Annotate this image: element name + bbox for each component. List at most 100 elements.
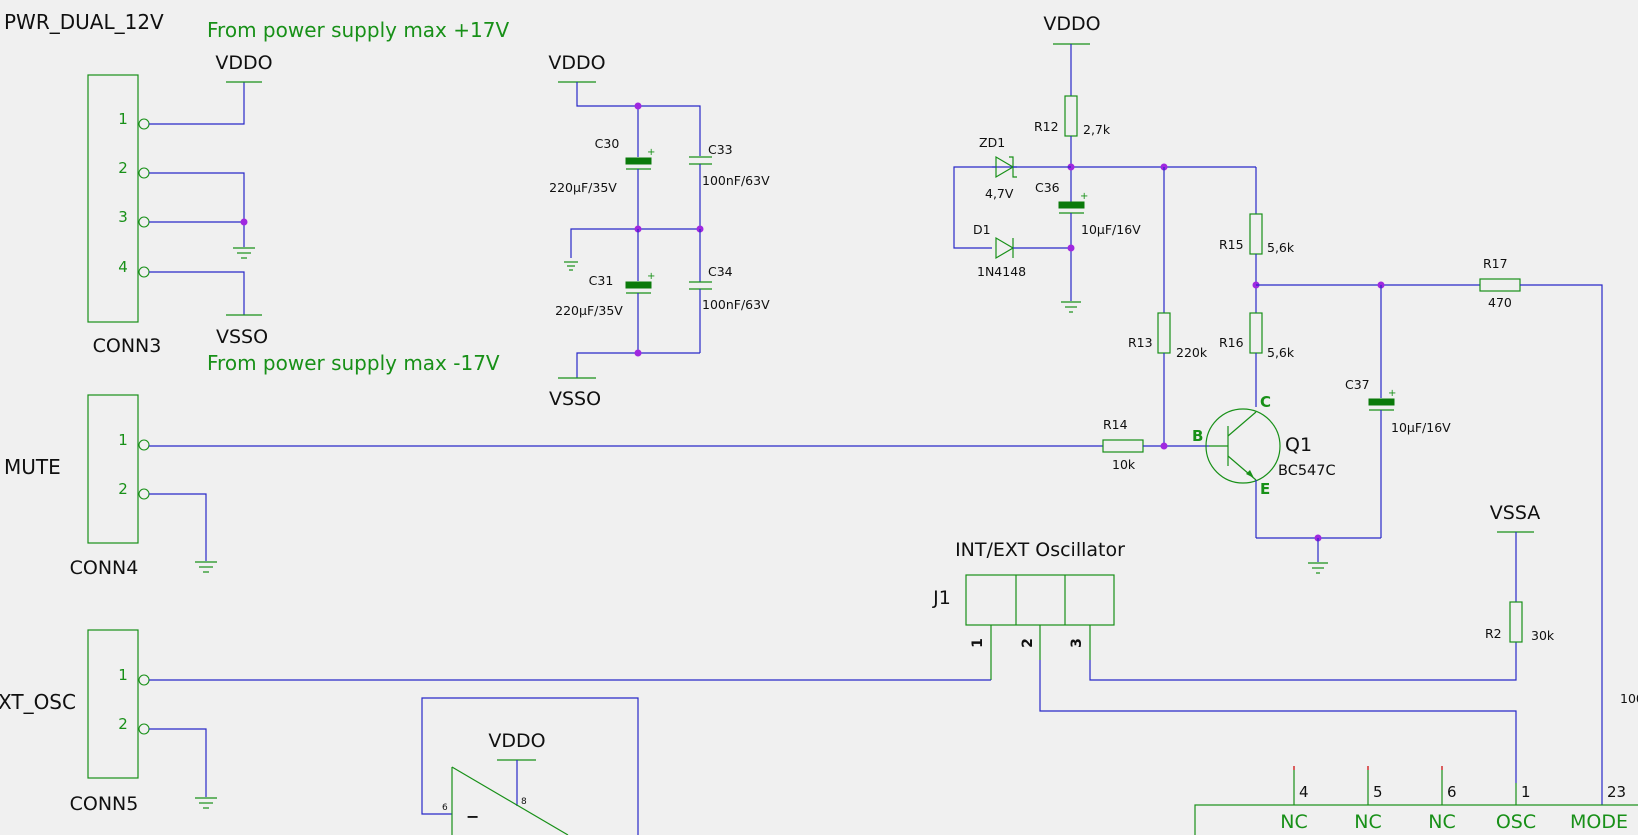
ic-pin-23-name: MODE xyxy=(1570,811,1628,833)
r2-ref: R2 xyxy=(1485,626,1502,641)
wire-diode-loop xyxy=(953,166,1017,249)
wire-conn4-gnd xyxy=(149,493,207,561)
ground-icon xyxy=(233,247,255,259)
ic-body xyxy=(1194,804,1638,835)
ic-block: 4 NC 5 NC 6 NC 1 OSC 23 MODE xyxy=(1194,766,1638,835)
r13-value: 220k xyxy=(1176,345,1208,360)
conn3-pin3[interactable] xyxy=(138,216,150,228)
ground-icon xyxy=(195,797,217,809)
r2-body xyxy=(1509,601,1523,643)
opamp-pin8: 8 xyxy=(521,797,527,807)
r14-value: 10k xyxy=(1112,457,1136,472)
conn3-pin4[interactable] xyxy=(138,266,150,278)
c33-value: 100nF/63V xyxy=(702,173,770,188)
zd1-ref: ZD1 xyxy=(979,135,1005,150)
r14-body xyxy=(1102,439,1144,453)
conn3-pin4-num: 4 xyxy=(118,258,128,276)
opamp-minus-icon: − xyxy=(466,807,479,826)
d1-triangle xyxy=(995,236,1015,260)
ground-icon xyxy=(195,561,217,573)
c30-plate-pos xyxy=(625,157,652,165)
conn3-body xyxy=(87,74,139,323)
conn4-pin1[interactable] xyxy=(138,439,150,451)
ic-pin-5[interactable]: 5 NC xyxy=(1354,766,1383,833)
conn4-pin2[interactable] xyxy=(138,488,150,500)
j1-pin3-num: 3 xyxy=(1069,638,1085,648)
r16-ref: R16 xyxy=(1219,335,1244,350)
c37-value: 10µF/16V xyxy=(1391,420,1451,435)
ic-pin-4[interactable]: 4 NC xyxy=(1280,766,1309,833)
c37-plate-pos xyxy=(1368,398,1395,406)
note-supply-plus: From power supply max +17V xyxy=(207,18,509,42)
conn5-block: XT_OSC 1 2 CONN5 xyxy=(0,629,217,815)
osc-title: INT/EXT Oscillator xyxy=(955,539,1125,561)
ground-icon xyxy=(1308,562,1328,574)
ic-pin-23[interactable]: 23 MODE xyxy=(1570,783,1628,833)
c30-value: 220µF/35V xyxy=(549,180,617,195)
wire-conn5-gnd xyxy=(149,728,207,797)
vddo-label-opamp: VDDO xyxy=(488,730,545,752)
junction-d1 xyxy=(1067,244,1075,252)
c37-ref: C37 xyxy=(1345,377,1370,392)
j1-body[interactable] xyxy=(965,574,1115,626)
conn3-pin2[interactable] xyxy=(138,167,150,179)
wire-caps-mid xyxy=(570,228,700,258)
r13-ref: R13 xyxy=(1128,335,1153,350)
wire-j1-osc xyxy=(1039,660,1517,783)
r2-value: 30k xyxy=(1531,628,1555,643)
vsso-label-conn3: VSSO xyxy=(216,326,268,348)
q1-pin-b: B xyxy=(1192,427,1203,445)
wire-conn3-gnd xyxy=(149,172,245,223)
ic-pin-23-num: 23 xyxy=(1607,783,1626,801)
conn3-pin1[interactable] xyxy=(138,118,150,130)
ic-pin-6[interactable]: 6 NC xyxy=(1428,766,1457,833)
r17-ref: R17 xyxy=(1483,256,1508,271)
c30-ref: C30 xyxy=(595,136,620,151)
vddo-label-mute: VDDO xyxy=(1043,13,1100,35)
wire-conn3-vddo xyxy=(149,82,245,125)
conn5-pin1[interactable] xyxy=(138,674,150,686)
c31-plate-pos xyxy=(625,281,652,289)
ic-pin-1-name: OSC xyxy=(1496,811,1536,833)
vssa-label: VSSA xyxy=(1490,502,1540,524)
ic-pin-6-num: 6 xyxy=(1447,783,1457,801)
clipped-value-right: 100 xyxy=(1620,691,1638,706)
conn5-pin1-num: 1 xyxy=(118,666,128,684)
junction-conn3-gnd xyxy=(240,218,248,226)
conn5-ref: CONN5 xyxy=(70,793,139,815)
r12-ref: R12 xyxy=(1034,119,1059,134)
r15-ref: R15 xyxy=(1219,237,1244,252)
vddo-label-caps: VDDO xyxy=(548,52,605,74)
mute-circuit: VDDO R12 2,7k ZD1 4,7V + C36 10µF/16V D1… xyxy=(149,13,1603,805)
r16-value: 5,6k xyxy=(1267,345,1295,360)
q1-value: BC547C xyxy=(1278,463,1336,479)
r15-value: 5,6k xyxy=(1267,240,1295,255)
conn4-body xyxy=(87,394,139,544)
d1-ref: D1 xyxy=(973,222,991,237)
c37-plus-icon: + xyxy=(1388,388,1396,399)
wire-opamp-feedback xyxy=(421,697,639,835)
ground-icon xyxy=(564,261,578,271)
opamp-top-edge xyxy=(451,766,569,835)
c31-value: 220µF/35V xyxy=(555,303,623,318)
net-label-ext-osc: XT_OSC xyxy=(0,690,76,714)
conn4-ref: CONN4 xyxy=(70,557,139,579)
conn4-pin2-num: 2 xyxy=(118,480,128,498)
net-label-mute: MUTE xyxy=(4,455,61,479)
r17-body xyxy=(1479,278,1521,292)
vsso-label-caps: VSSO xyxy=(549,388,601,410)
ic-pin-1[interactable]: 1 OSC xyxy=(1496,783,1536,833)
conn3-pin2-num: 2 xyxy=(118,159,128,177)
c36-plus-icon: + xyxy=(1080,191,1088,202)
conn5-pin2-num: 2 xyxy=(118,715,128,733)
c31-ref: C31 xyxy=(589,273,614,288)
conn5-pin2[interactable] xyxy=(138,723,150,735)
net-label-pwr-dual: PWR_DUAL_12V xyxy=(4,10,164,34)
ic-pin-4-name: NC xyxy=(1280,811,1307,833)
conn3-pin1-num: 1 xyxy=(118,110,128,128)
d1-value: 1N4148 xyxy=(977,264,1026,279)
r12-value: 2,7k xyxy=(1083,122,1111,137)
wire-caps-bottom xyxy=(576,352,700,378)
